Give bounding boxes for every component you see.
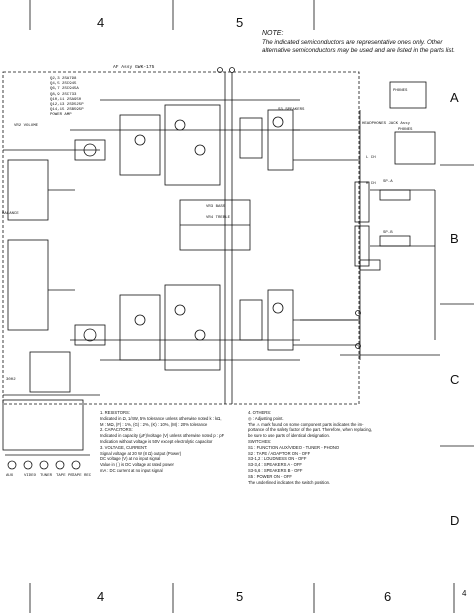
jack-label: AUX [6,474,14,478]
treble-label: VR4 TREBLE [206,216,231,220]
note-line: 1. RESISTORS: [100,410,130,415]
note-line: Indication without voltage is 50V except… [100,438,213,444]
note-line: 2. CAPACITORS: [100,427,133,433]
note-line: S1 : FUNCTION AUX/VIDEO - TUNER - PHONO [248,444,340,450]
transistor-row: Q4,5 2SC945 [50,82,77,87]
transistor-row: Q14,15 2SB595P [50,108,84,113]
jack-label: TAPE REC [72,474,92,478]
sp-a-label: SP-A [383,180,393,184]
row-label-c: C [450,372,460,387]
transistor-row: POWER AMP [50,113,72,118]
note-line: The underlined indicates the switch posi… [248,479,331,485]
column-label-4-top: 4 [97,15,105,30]
jack-label: VIDEO [24,474,37,478]
row-label-b: B [450,231,459,246]
note-line: Indicated in Ω, 1/4W, 5% tolerance unles… [100,415,222,421]
column-label-4-bottom: 4 [97,589,105,604]
phones-label: PHONES [393,89,408,93]
note-line: Value in ( ) is DC voltage at rated powe… [100,462,174,468]
row-label-a: A [450,90,459,105]
row-label-d: D [450,513,460,528]
transistor-row: Q8,9 2SC733 [50,92,77,97]
note-line: S5 : POWER ON - OFF [248,473,292,479]
transistor-row: Q12,13 2SD525P [50,103,84,108]
hz-label: 3002 [6,378,16,382]
note-line: The ⚠ mark found on some component parts… [248,421,364,427]
note-line: S3-3,4 : SPEAKERS A - OFF [248,462,302,468]
sp-b-label: SP-B [383,231,393,235]
column-label-6-bottom: 6 [384,589,392,604]
vr2-volume-label: VR2 VOLUME [14,124,39,128]
note-line: S3-1,2 : LOUDNESS ON - OFF [248,456,307,462]
note-body: The indicated semiconductors are represe… [262,39,455,54]
note-heading: NOTE: [262,30,284,37]
af-assy-label: AF Assy GWK-175 [113,65,155,70]
notes-right: 4. OTHERS: ◎ : Adjusting point. The ⚠ ma… [248,410,372,485]
note-line: 3. VOLTAGE, CURRENT: [100,444,148,450]
note-line: DC voltage (V) at no input signal [100,456,161,462]
transistor-row: Q2,3 2SA798 [50,77,77,81]
column-label-5-top: 5 [236,15,244,30]
notes-left: 1. RESISTORS: Indicated in Ω, 1/4W, 5% t… [100,410,224,474]
jack-label: TAPE PB [56,474,73,478]
lch-label: L CH [366,156,376,160]
note-line: mA : DC current at no input signal [100,467,163,473]
rch-label: R CH [366,182,376,186]
transistor-table: Q2,3 2SA798 Q4,5 2SC945 Q6,7 2SC945A Q8,… [50,77,84,119]
note-line: Indicated in capacity (μF)/voltage (V) u… [100,433,225,439]
note-line: M : MΩ, (F) : 1%, (G) : 2%, (K) : 10%, (… [100,421,208,427]
note-line: S2 : TAPE / ADAPTOR ON - OFF [248,450,311,456]
transistor-row: Q10,11 2SA950 [50,97,82,102]
note-line: 4. OTHERS: [248,410,272,415]
note-line: ◎ : Adjusting point. [248,415,284,421]
jack-label: TUNER [40,474,53,478]
note-line: SWITCHES: [248,438,272,444]
phones2-label: PHONES [398,128,413,132]
note-line: be sure to use parts of identical design… [248,433,330,439]
balance-label: BALANCE [2,212,19,216]
page-mark: 4 [462,589,467,598]
note-line: S3-5,6 : SPEAKERS B - OFF [248,467,303,473]
note-line: Signal voltage at 20 W (8 Ω) output (Pow… [100,450,182,456]
note-line: portance of the safety factor of the par… [248,427,372,433]
bass-label: VR3 BASS [206,205,226,209]
headphones-jack-label: HEADPHONES JACK Assy [362,122,411,126]
transistor-row: Q6,7 2SC945A [50,87,79,92]
column-label-5-bottom: 5 [236,589,244,604]
